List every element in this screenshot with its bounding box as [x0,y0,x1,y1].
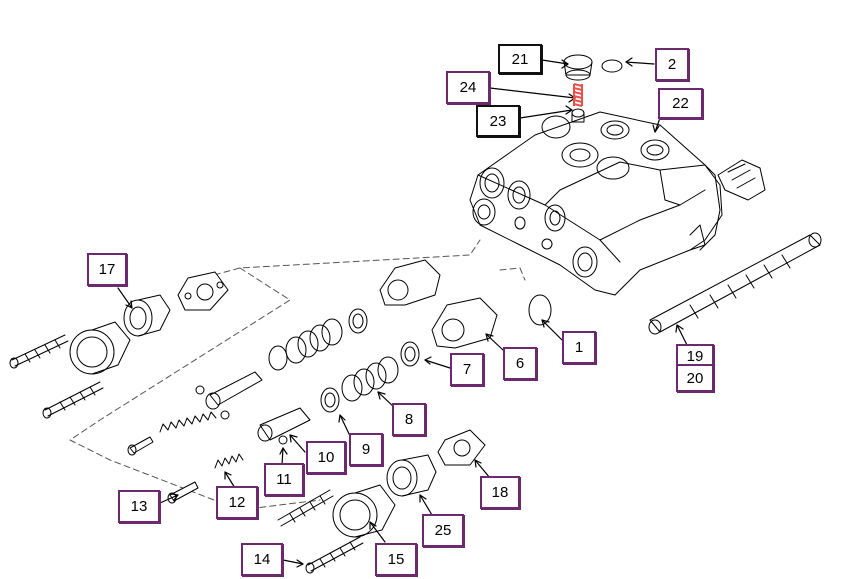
spring-12-part [214,453,244,469]
callout-13: 13 [118,490,160,523]
callout-1: 1 [562,331,596,364]
spring-cap-6-part [431,297,498,349]
callout-9: 9 [349,433,383,466]
callout-23: 23 [476,105,520,137]
spring-cap-upper-part [379,259,441,306]
cap-25-part [386,454,437,497]
bolt-upper-part [9,334,69,369]
cover-15-part [332,484,396,538]
detent-shaft-part [195,371,263,420]
callout-22: 22 [658,88,703,119]
spring-set-lower-part [320,341,420,413]
bolt-lower-part [42,381,104,419]
fitting-part [717,159,766,201]
small-plug-part [571,108,585,123]
callout-8: 8 [392,403,426,436]
plug-part [563,54,623,81]
callout-14: 14 [241,543,283,576]
spring-set-upper-part [268,308,368,371]
callout-2: 2 [655,48,689,81]
callout-24: 24 [446,71,490,104]
cap-17-part [123,294,171,337]
callout-20: 20 [676,364,714,392]
highlighted-spring-24-part [573,83,583,107]
pin-part [127,436,154,456]
callout-7: 7 [450,353,484,386]
callout-15: 15 [375,543,417,576]
valve-body-part [469,111,723,296]
callout-18: 18 [480,476,520,509]
callout-12: 12 [216,486,258,519]
callout-11: 11 [264,463,304,496]
callout-25: 25 [422,514,464,547]
callout-21: 21 [498,44,542,74]
spool-part [648,232,822,335]
bolt-mid-part [277,489,334,527]
flange-upper-part [177,271,229,311]
o-ring-part [528,294,552,326]
plunger-part [257,407,311,445]
flange-lower-part [437,429,486,466]
bolt-14-part [305,536,364,574]
callout-17: 17 [87,253,127,286]
small-spring-part [159,411,217,433]
callout-6: 6 [503,347,537,380]
callout-10: 10 [306,441,346,474]
cover-left-part [69,321,131,375]
